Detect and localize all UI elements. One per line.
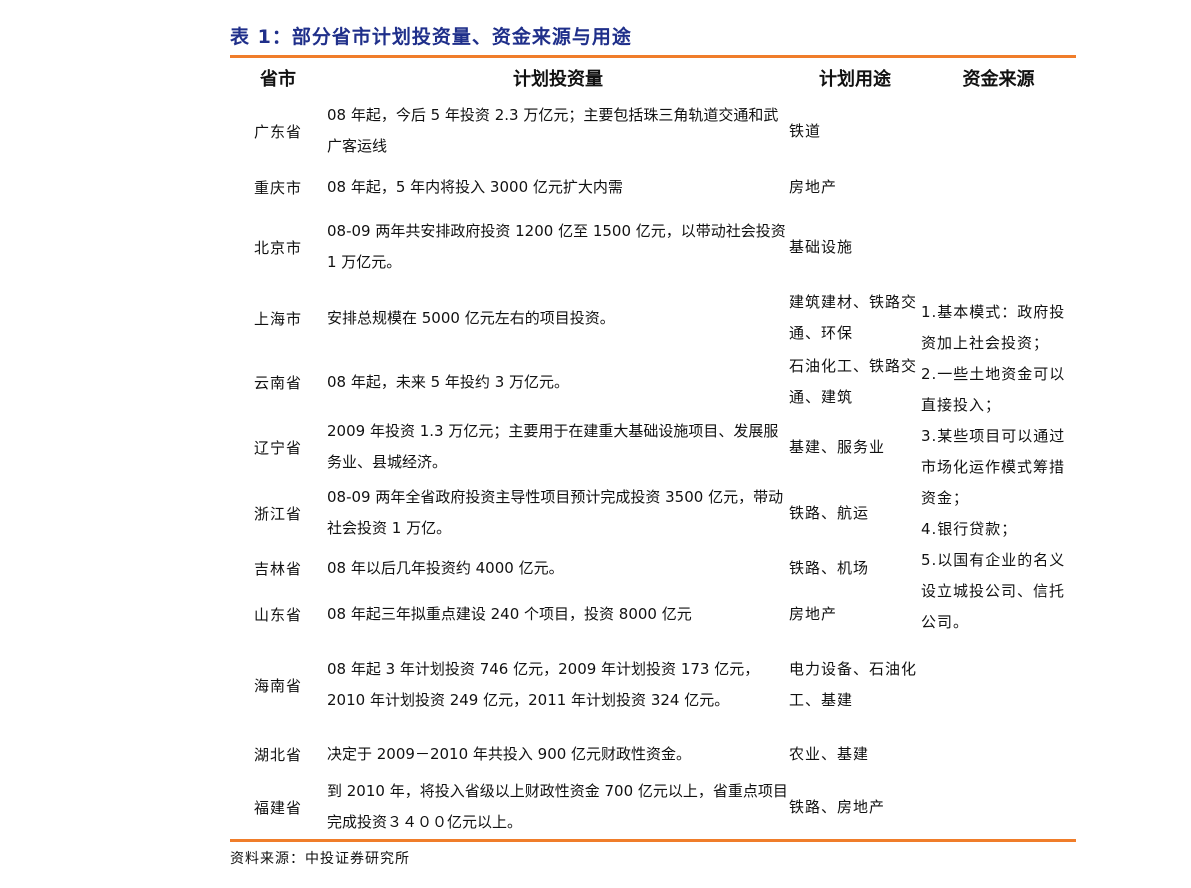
use-cell: 铁路、房地产	[789, 797, 886, 816]
use-cell: 铁路、航运	[789, 503, 870, 522]
header-plan: 计划投资量	[513, 69, 603, 90]
fund-source-item: 4.银行贷款；	[921, 520, 1018, 538]
province-cell: 上海市	[253, 309, 302, 328]
use-cell: 房地产	[789, 177, 838, 196]
table-row: 云南省 08 年起，未来 5 年投约 3 万亿元。 石油化工、铁路交通、建筑	[230, 351, 1076, 413]
table-row: 北京市 08-09 两年共安排政府投资 1200 亿至 1500 亿元，以带动社…	[230, 212, 1076, 282]
plan-cell: 安排总规模在 5000 亿元左右的项目投资。	[327, 308, 615, 327]
province-cell: 吉林省	[253, 559, 302, 578]
table-row: 重庆市 08 年起，5 年内将投入 3000 亿元扩大内需 房地产	[230, 162, 1076, 212]
province-cell: 北京市	[253, 238, 302, 257]
province-cell: 福建省	[253, 798, 302, 817]
use-cell: 基建、服务业	[789, 437, 886, 456]
province-cell: 湖北省	[253, 745, 302, 764]
use-cell: 石油化工、铁路交通、建筑	[789, 357, 918, 406]
source-note: 资料来源：中投证券研究所	[230, 851, 410, 867]
use-cell: 电力设备、石油化工、基建	[789, 660, 918, 709]
use-cell: 建筑建材、铁路交通、环保	[789, 293, 918, 342]
province-cell: 浙江省	[253, 504, 302, 523]
province-cell: 辽宁省	[253, 438, 302, 457]
province-cell: 重庆市	[253, 178, 302, 197]
plan-cell: 08 年起三年拟重点建设 240 个项目，投资 8000 亿元	[327, 604, 692, 623]
table-row: 湖北省 决定于 2009－2010 年共投入 900 亿元财政性资金。 农业、基…	[230, 734, 1076, 774]
table-row: 辽宁省 2009 年投资 1.3 万亿元；主要用于在建重大基础设施项目、发展服务…	[230, 416, 1076, 478]
fund-source-cell: 1.基本模式：政府投资加上社会投资； 2.一些土地资金可以直接投入； 3.某些项…	[921, 297, 1078, 638]
plan-cell: 2009 年投资 1.3 万亿元；主要用于在建重大基础设施项目、发展服务业、县城…	[327, 422, 779, 471]
plan-cell: 08 年起，今后 5 年投资 2.3 万亿元；主要包括珠三角轨道交通和武广客运线	[327, 106, 779, 155]
table-row: 上海市 安排总规模在 5000 亿元左右的项目投资。 建筑建材、铁路交通、环保	[230, 285, 1076, 351]
table-row: 浙江省 08-09 两年全省政府投资主导性项目预计完成投资 3500 亿元，带动…	[230, 482, 1076, 544]
use-cell: 基础设施	[789, 237, 854, 256]
table-row: 吉林省 08 年以后几年投资约 4000 亿元。 铁路、机场	[230, 546, 1076, 590]
province-cell: 山东省	[253, 605, 302, 624]
plan-cell: 08 年起 3 年计划投资 746 亿元，2009 年计划投资 173 亿元，2…	[327, 660, 760, 709]
header-use: 计划用途	[819, 69, 891, 90]
plan-cell: 到 2010 年，将投入省级以上财政性资金 700 亿元以上，省重点项目完成投资…	[327, 782, 788, 831]
use-cell: 铁道	[789, 121, 822, 140]
use-cell: 房地产	[789, 604, 838, 623]
header-province: 省市	[260, 69, 296, 90]
plan-cell: 08-09 两年共安排政府投资 1200 亿至 1500 亿元，以带动社会投资 …	[327, 222, 786, 271]
use-cell: 农业、基建	[789, 744, 870, 763]
province-cell: 广东省	[253, 122, 302, 141]
table-title: 表 1：部分省市计划投资量、资金来源与用途	[230, 26, 632, 48]
bottom-rule	[230, 839, 1076, 842]
plan-cell: 08 年以后几年投资约 4000 亿元。	[327, 558, 564, 577]
investment-table: 省市 计划投资量 计划用途 资金来源 广东省 08 年起，今后 5 年投资 2.…	[230, 58, 1076, 839]
plan-cell: 08-09 两年全省政府投资主导性项目预计完成投资 3500 亿元，带动社会投资…	[327, 488, 784, 537]
province-cell: 云南省	[253, 373, 302, 392]
table-row: 山东省 08 年起三年拟重点建设 240 个项目，投资 8000 亿元 房地产	[230, 590, 1076, 638]
fund-source-item: 5.以国有企业的名义设立城投公司、信托公司。	[921, 551, 1066, 631]
plan-cell: 08 年起，5 年内将投入 3000 亿元扩大内需	[327, 177, 623, 196]
header-fund: 资金来源	[962, 69, 1035, 90]
use-cell: 铁路、机场	[789, 558, 870, 577]
fund-source-item: 1.基本模式：政府投资加上社会投资；	[921, 303, 1066, 352]
table-row: 广东省 08 年起，今后 5 年投资 2.3 万亿元；主要包括珠三角轨道交通和武…	[230, 100, 1076, 162]
table-row: 福建省 到 2010 年，将投入省级以上财政性资金 700 亿元以上，省重点项目…	[230, 776, 1076, 838]
province-cell: 海南省	[253, 676, 302, 695]
top-rule	[230, 55, 1076, 58]
fund-source-item: 2.一些土地资金可以直接投入；	[921, 365, 1066, 414]
table-row: 海南省 08 年起 3 年计划投资 746 亿元，2009 年计划投资 173 …	[230, 638, 1076, 732]
plan-cell: 08 年起，未来 5 年投约 3 万亿元。	[327, 372, 570, 391]
fund-source-item: 3.某些项目可以通过市场化运作模式筹措资金；	[921, 427, 1066, 507]
plan-cell: 决定于 2009－2010 年共投入 900 亿元财政性资金。	[327, 744, 692, 763]
